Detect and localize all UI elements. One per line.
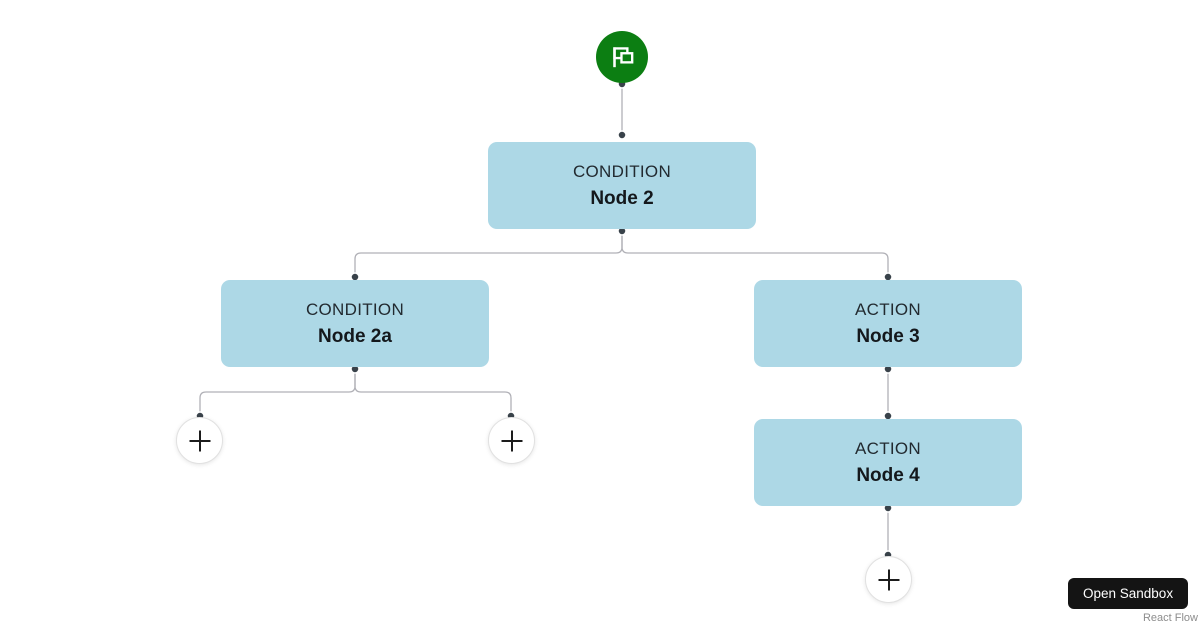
node-type-label: ACTION	[854, 439, 922, 458]
node-name-label: Node 4	[856, 465, 920, 486]
node-name-label: Node 2	[590, 188, 654, 209]
edge-node2-to-node2a[interactable]	[354, 231, 623, 277]
node-node2a[interactable]: CONDITION Node 2a	[221, 280, 489, 367]
node-type-label: ACTION	[854, 300, 922, 319]
plus-icon	[501, 430, 522, 451]
node-node2[interactable]: CONDITION Node 2	[488, 142, 756, 229]
react-flow-attribution[interactable]: React Flow	[1142, 612, 1198, 624]
plus-icon	[189, 430, 210, 451]
add-node-button[interactable]	[865, 556, 912, 603]
node-type-label: CONDITION	[305, 300, 405, 319]
node-name-label: Node 3	[856, 326, 920, 347]
connection-handle[interactable]	[617, 130, 627, 140]
add-node-button[interactable]	[488, 417, 535, 464]
node-name-label: Node 2a	[318, 326, 392, 347]
node-node4[interactable]: ACTION Node 4	[754, 419, 1022, 506]
add-node-button[interactable]	[176, 417, 223, 464]
flag-icon	[613, 47, 634, 68]
plus-icon	[878, 569, 899, 590]
edge-node2a-to-add-left[interactable]	[199, 369, 356, 416]
node-node3[interactable]: ACTION Node 3	[754, 280, 1022, 367]
node-type-label: CONDITION	[572, 162, 672, 181]
edge-node2a-to-add-right[interactable]	[354, 369, 512, 416]
start-node[interactable]	[596, 31, 648, 83]
edge-node2-to-node3[interactable]	[621, 231, 889, 277]
open-sandbox-button[interactable]: Open Sandbox	[1068, 578, 1189, 609]
